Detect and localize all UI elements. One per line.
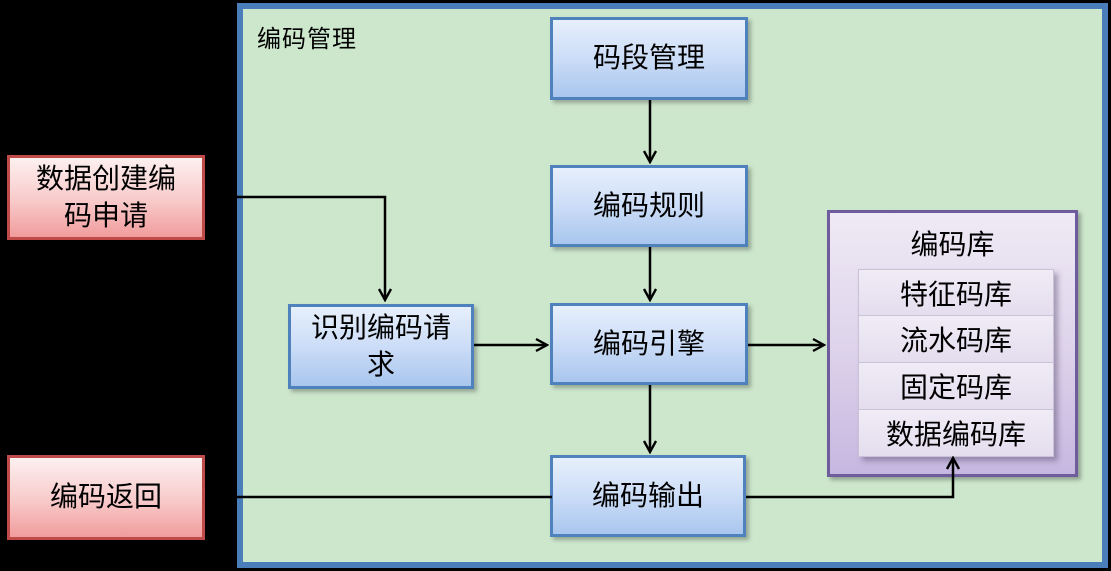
node-coding-rules: 编码规则 <box>550 165 748 247</box>
node-label: 编码返回 <box>49 480 162 514</box>
node-coding-output: 编码输出 <box>550 455 746 537</box>
node-label: 编码引擎 <box>592 326 705 360</box>
node-label: 码段管理 <box>592 41 705 75</box>
coding-library-stack: 特征码库 流水码库 固定码库 数据编码库 <box>858 269 1054 457</box>
node-coding-return: 编码返回 <box>7 455 205 540</box>
node-label: 数据创建编码申请 <box>35 162 176 232</box>
coding-library-title: 编码库 <box>910 228 995 261</box>
library-item-feature-code: 特征码库 <box>858 269 1054 316</box>
coding-library-panel: 编码库 特征码库 流水码库 固定码库 数据编码库 <box>827 210 1078 477</box>
node-code-segment-management: 码段管理 <box>550 17 748 100</box>
library-item-data-coding: 数据编码库 <box>858 410 1054 457</box>
node-label: 编码输出 <box>591 478 704 512</box>
library-item-serial-code: 流水码库 <box>858 316 1054 363</box>
coding-management-title: 编码管理 <box>257 25 357 53</box>
node-coding-engine: 编码引擎 <box>550 303 748 385</box>
node-data-create-coding-request: 数据创建编码申请 <box>7 155 205 240</box>
node-identify-coding-request: 识别编码请求 <box>288 304 474 389</box>
library-item-fixed-code: 固定码库 <box>858 363 1054 410</box>
node-label: 识别编码请求 <box>310 311 451 381</box>
node-label: 编码规则 <box>592 188 705 222</box>
